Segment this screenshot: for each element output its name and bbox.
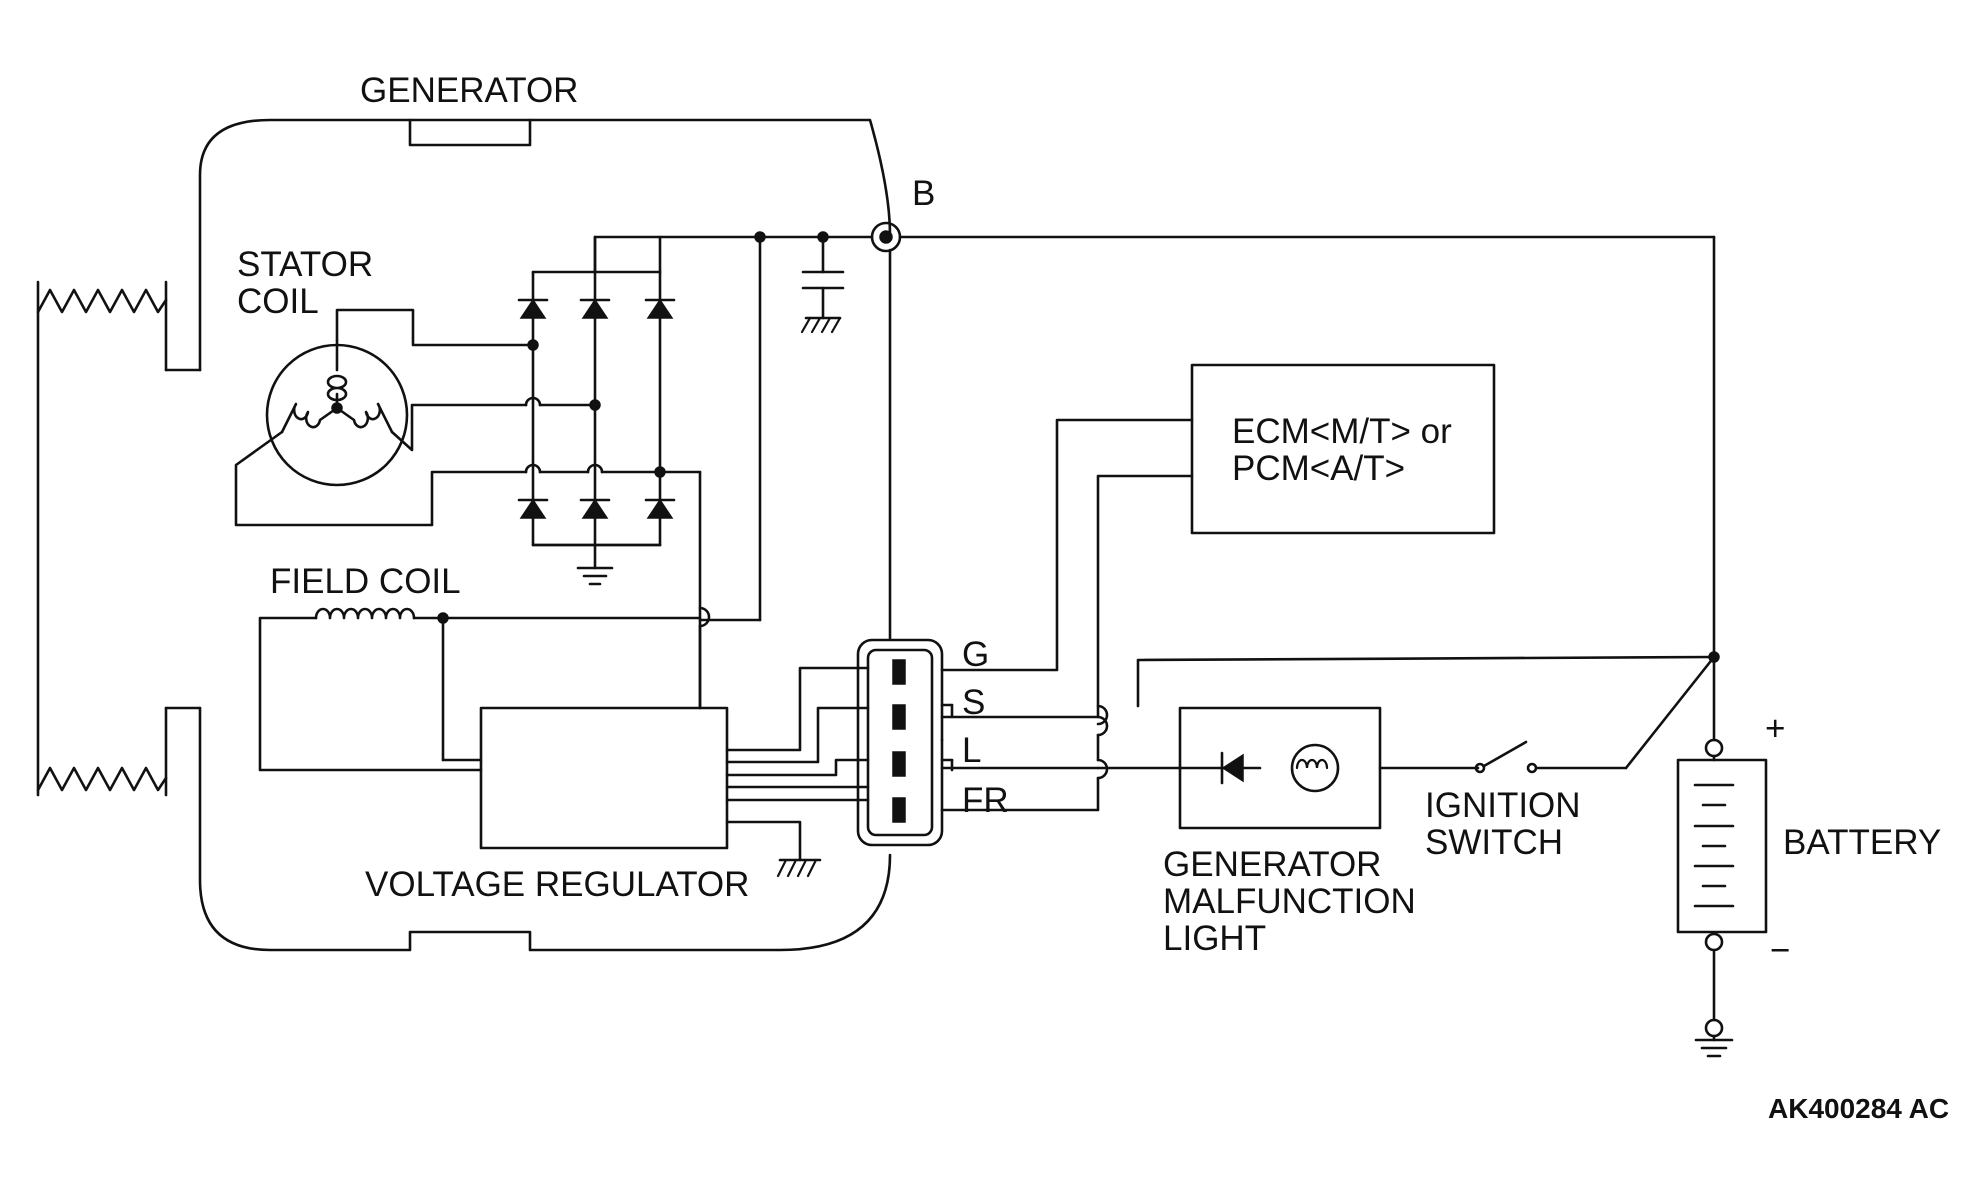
rectifier-bridge: [517, 235, 702, 710]
stator-coil-label-line2: COIL: [237, 282, 319, 321]
malfunction-light-circuit: [940, 651, 1720, 830]
malfunction-light-label-line3: LIGHT: [1163, 919, 1266, 958]
stator-coil-label-line1: STATOR: [237, 245, 373, 284]
generator-connector: [856, 638, 954, 847]
generator-label: GENERATOR: [360, 71, 578, 110]
stator-coil: [234, 308, 535, 527]
ecm-pcm-module: [940, 363, 1496, 812]
ignition-switch-label-line2: SWITCH: [1425, 823, 1563, 862]
terminal-g-label: G: [962, 635, 989, 674]
battery-minus-label: −: [1770, 931, 1790, 970]
voltage-regulator-label: VOLTAGE REGULATOR: [365, 865, 749, 904]
field-coil: [258, 606, 711, 772]
voltage-regulator: [479, 666, 870, 878]
battery: [1676, 655, 1768, 1058]
ignition-switch-label-line1: IGNITION: [1425, 786, 1581, 825]
ecm-label-line2: PCM<A/T>: [1232, 449, 1405, 488]
field-coil-label: FIELD COIL: [270, 562, 461, 601]
ecm-label-line1: ECM<M/T> or: [1232, 412, 1452, 451]
terminal-l-label: L: [962, 731, 981, 770]
terminal-fr-label: FR: [962, 781, 1009, 820]
terminal-s-label: S: [962, 683, 985, 722]
terminal-b-label: B: [912, 174, 935, 213]
battery-label: BATTERY: [1783, 823, 1941, 862]
malfunction-light-label-line1: GENERATOR: [1163, 845, 1381, 884]
pulley-symbol: [36, 280, 168, 797]
generator-housing: [164, 118, 892, 952]
reference-code-label: AK400284 AC: [1768, 1093, 1949, 1124]
b-output-bus: [593, 221, 1716, 659]
malfunction-light-label-line2: MALFUNCTION: [1163, 882, 1416, 921]
battery-plus-label: +: [1765, 709, 1785, 748]
